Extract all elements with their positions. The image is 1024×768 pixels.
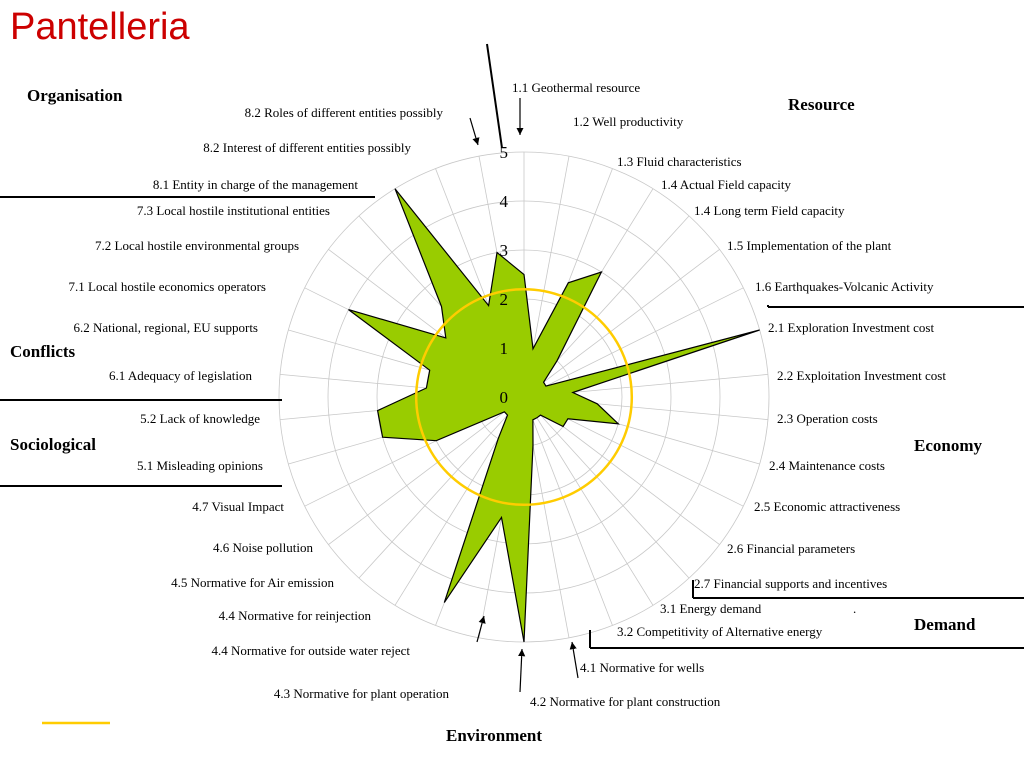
- decorations: .: [0, 43, 1024, 725]
- group-label: Resource: [788, 95, 855, 114]
- category-label: 8.2 Interest of different entities possi…: [203, 140, 411, 155]
- category-label: 7.3 Local hostile institutional entities: [137, 203, 330, 218]
- page-title: Pantelleria: [10, 6, 190, 48]
- arrow-icon: [476, 615, 486, 643]
- category-label: 7.1 Local hostile economics operators: [69, 279, 266, 294]
- category-label: 4.4 Normative for outside water reject: [211, 643, 410, 658]
- grid-spoke: [358, 396, 525, 579]
- tick-label: 1: [500, 339, 509, 358]
- grid-spoke: [523, 287, 744, 398]
- category-label: 8.2 Roles of different entities possibly: [245, 105, 444, 120]
- category-labels: 1.1 Geothermal resource 1.2 Well producti…: [69, 80, 947, 709]
- category-label: 1.4 Long term Field capacity: [694, 203, 845, 218]
- category-label: 1.2 Well productivity: [573, 114, 684, 129]
- series-area: [348, 188, 760, 643]
- reference-circle: [414, 287, 634, 507]
- category-label: 2.7 Financial supports and incentives: [694, 576, 887, 591]
- category-label: 5.1 Misleading opinions: [137, 458, 263, 473]
- category-label: 4.6 Noise pollution: [213, 540, 314, 555]
- group-label: Economy: [914, 436, 983, 455]
- annotation-text: .: [853, 601, 856, 616]
- category-label: 7.2 Local hostile environmental groups: [95, 238, 299, 253]
- radial-ticks: 0 1 2 3 4 5: [500, 143, 509, 407]
- series-polygon: [348, 188, 760, 643]
- category-label: 6.1 Adequacy of legislation: [109, 368, 252, 383]
- category-label: 3.1 Energy demand: [660, 601, 762, 616]
- category-label: 4.2 Normative for plant construction: [530, 694, 721, 709]
- arrow-icon: [518, 648, 526, 693]
- category-label: 5.2 Lack of knowledge: [140, 411, 260, 426]
- arrow-icon: [469, 117, 480, 146]
- category-label: 4.7 Visual Impact: [192, 499, 284, 514]
- category-label: 6.2 National, regional, EU supports: [74, 320, 259, 335]
- tick-label: 0: [500, 388, 509, 407]
- tick-label: 2: [500, 290, 509, 309]
- category-label: 4.4 Normative for reinjection: [219, 608, 372, 623]
- category-label: 1.1 Geothermal resource: [512, 80, 640, 95]
- reference-ring: [414, 287, 634, 507]
- arrow-icon: [569, 641, 579, 679]
- category-label: 4.5 Normative for Air emission: [171, 575, 334, 590]
- tick-label: 3: [500, 241, 509, 260]
- grid-spoke: [328, 396, 525, 545]
- category-label: 2.6 Financial parameters: [727, 541, 855, 556]
- tick-label: 5: [500, 143, 509, 162]
- category-label: 4.3 Normative for plant operation: [274, 686, 450, 701]
- grid-spoke: [523, 396, 690, 579]
- grid-spoke: [523, 396, 613, 626]
- group-label: Organisation: [27, 86, 123, 105]
- category-label: 1.3 Fluid characteristics: [617, 154, 742, 169]
- category-label: 1.4 Actual Field capacity: [661, 177, 791, 192]
- category-label: 2.1 Exploration Investment cost: [768, 320, 934, 335]
- category-label: 2.3 Operation costs: [777, 411, 878, 426]
- group-label: Demand: [914, 615, 976, 634]
- group-label: Sociological: [10, 435, 96, 454]
- category-label: 3.2 Competitivity of Alternative energy: [617, 624, 823, 639]
- grid-spoke: [523, 249, 720, 398]
- tick-label: 4: [500, 192, 509, 211]
- group-label: Conflicts: [10, 342, 76, 361]
- category-label: 1.6 Earthquakes-Volcanic Activity: [755, 279, 934, 294]
- category-label: 2.2 Exploitation Investment cost: [777, 368, 946, 383]
- grid-spoke: [523, 396, 654, 606]
- category-label: 1.5 Implementation of the plant: [727, 238, 892, 253]
- category-label: 2.4 Maintenance costs: [769, 458, 885, 473]
- category-label: 2.5 Economic attractiveness: [754, 499, 900, 514]
- category-label: 8.1 Entity in charge of the management: [153, 177, 359, 192]
- category-label: 4.1 Normative for wells: [580, 660, 704, 675]
- divider-line: [486, 43, 503, 149]
- group-label: Environment: [446, 726, 542, 745]
